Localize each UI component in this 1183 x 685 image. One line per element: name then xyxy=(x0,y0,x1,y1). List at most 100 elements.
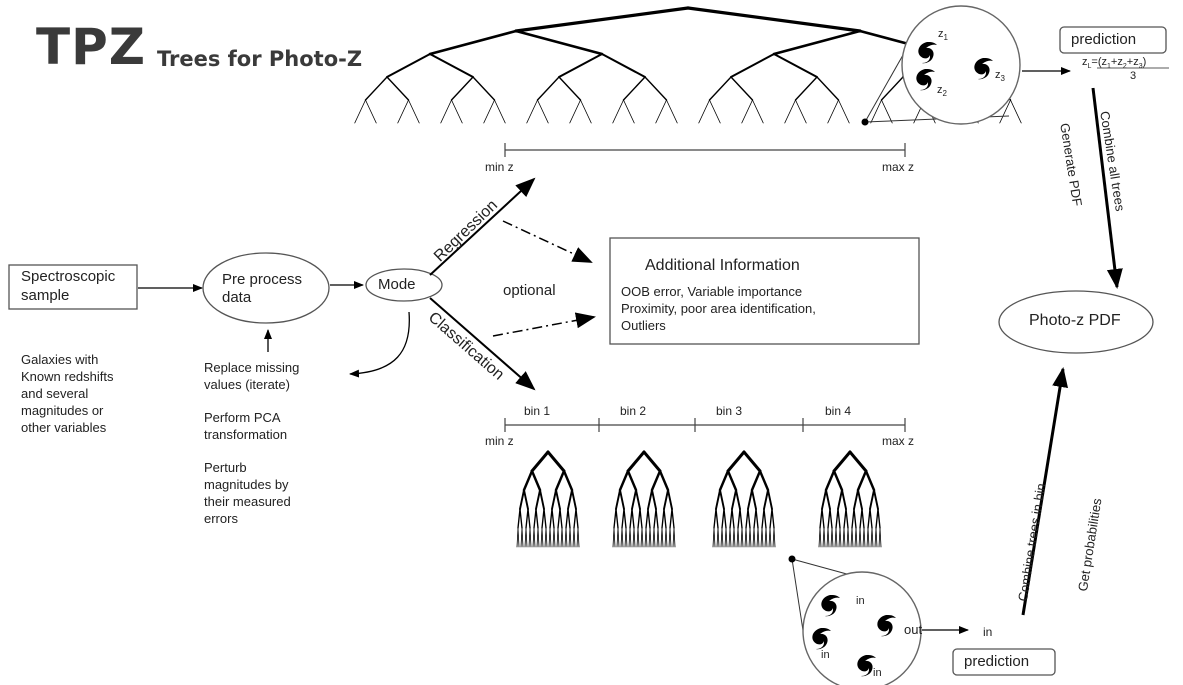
additional-info-title: Additional Information xyxy=(645,257,800,274)
tree-branch xyxy=(669,527,672,548)
mode-label: Mode xyxy=(378,276,416,293)
tree-branch xyxy=(751,489,757,510)
tree-branch xyxy=(698,99,710,124)
tree-branch xyxy=(629,527,632,548)
tree-branch xyxy=(665,527,668,548)
optional-arrow-lower xyxy=(492,312,596,337)
tree-branch xyxy=(551,508,555,529)
preprocess-label-line1: Pre process xyxy=(222,271,303,288)
tree-branch xyxy=(554,469,566,492)
tree-branch xyxy=(494,99,506,124)
tree-branch xyxy=(483,99,495,124)
tree-branch xyxy=(580,99,592,124)
tree-branch xyxy=(613,527,616,548)
tree-branch xyxy=(642,450,662,473)
bin-2-label: bin 2 xyxy=(620,404,647,418)
optional-arrow-upper xyxy=(502,220,593,263)
input-label-line1: Spectroscopic xyxy=(21,268,116,285)
tree-branch xyxy=(450,76,474,101)
input-desc-2: Known redshifts xyxy=(21,369,114,384)
classification-axis-min-label: min z xyxy=(485,434,514,448)
tree-branch xyxy=(829,508,833,529)
preprocess-step3-line4: errors xyxy=(204,511,238,526)
tree-branch xyxy=(853,508,857,529)
tree-branch xyxy=(847,527,850,548)
tree-branch xyxy=(673,527,676,548)
tree-branch xyxy=(723,508,727,529)
leaf-z2-label: z2 xyxy=(937,84,947,99)
leaf-in-label-2: in xyxy=(821,649,830,661)
tree-branch xyxy=(522,469,534,492)
tree-branch xyxy=(784,99,796,124)
tree-branch xyxy=(767,489,773,510)
regression-leaf-circle xyxy=(901,5,1021,125)
tree-branch xyxy=(855,527,858,548)
tree-branch xyxy=(824,469,836,492)
tree-branch xyxy=(521,527,524,548)
tree-branch xyxy=(725,527,728,548)
tree-branch xyxy=(861,508,865,529)
tree-branch xyxy=(546,450,566,473)
tree-branch xyxy=(769,527,772,548)
tree-branch xyxy=(615,489,621,510)
tree-branch xyxy=(557,527,560,548)
galaxy-icon xyxy=(877,615,896,637)
preprocess-step3-line2: magnitudes by xyxy=(204,477,289,492)
galaxy-icon xyxy=(857,655,876,677)
classification-axis-ticks xyxy=(504,418,906,432)
tree-branch xyxy=(622,76,646,101)
tree-branch xyxy=(653,527,656,548)
tree-branch xyxy=(870,99,882,124)
bin-tree xyxy=(712,450,776,548)
arrow-combine-all-trees xyxy=(1091,87,1123,289)
tree-branch xyxy=(848,450,868,473)
tree-branch xyxy=(821,489,827,510)
leaf-z1-label: z1 xyxy=(938,28,948,43)
tree-branch xyxy=(397,99,409,124)
tree-branch xyxy=(749,527,752,548)
galaxy-icon xyxy=(916,69,935,91)
preprocess-step2-line1: Perform PCA xyxy=(204,410,281,425)
tree-branch xyxy=(773,527,776,548)
input-desc-1: Galaxies with xyxy=(21,352,99,367)
tree-branch xyxy=(816,76,840,101)
formula-denominator: 3 xyxy=(1130,70,1137,82)
tree-branch xyxy=(650,469,662,492)
tree-branch xyxy=(558,53,603,78)
leaf-in-label-3: in xyxy=(873,667,882,679)
tree-branch xyxy=(562,469,574,492)
input-desc-3: and several xyxy=(21,386,89,401)
classification-arrow xyxy=(429,297,536,391)
preprocess-label-line2: data xyxy=(222,289,252,306)
tree-branch xyxy=(365,99,377,124)
tree-branch xyxy=(857,489,863,510)
tree-branch xyxy=(843,527,846,548)
bin-tree xyxy=(818,450,882,548)
tree-branch xyxy=(853,489,859,510)
tree-branch xyxy=(621,527,624,548)
tree-branch xyxy=(667,489,673,510)
tree-branch xyxy=(565,527,568,548)
tree-branch xyxy=(569,527,572,548)
tree-branch xyxy=(561,527,564,548)
tree-branch xyxy=(832,450,852,473)
tree-branch xyxy=(726,469,738,492)
preprocess-step2-line2: transformation xyxy=(204,427,288,442)
preprocess-step3-line1: Perturb xyxy=(204,460,247,475)
tree-branch xyxy=(856,469,868,492)
tree-branch xyxy=(575,508,579,529)
tree-branch xyxy=(649,527,652,548)
tree-branch xyxy=(823,527,826,548)
tree-branch xyxy=(637,527,640,548)
tree-branch xyxy=(429,53,474,78)
tree-branch xyxy=(755,508,759,529)
tree-branch xyxy=(364,76,388,101)
tree-branch xyxy=(869,489,875,510)
tree-branch xyxy=(601,53,646,78)
tree-branch xyxy=(771,508,775,529)
tree-branch xyxy=(686,6,862,33)
tree-branch xyxy=(645,527,648,548)
galaxy-icon xyxy=(821,595,840,617)
